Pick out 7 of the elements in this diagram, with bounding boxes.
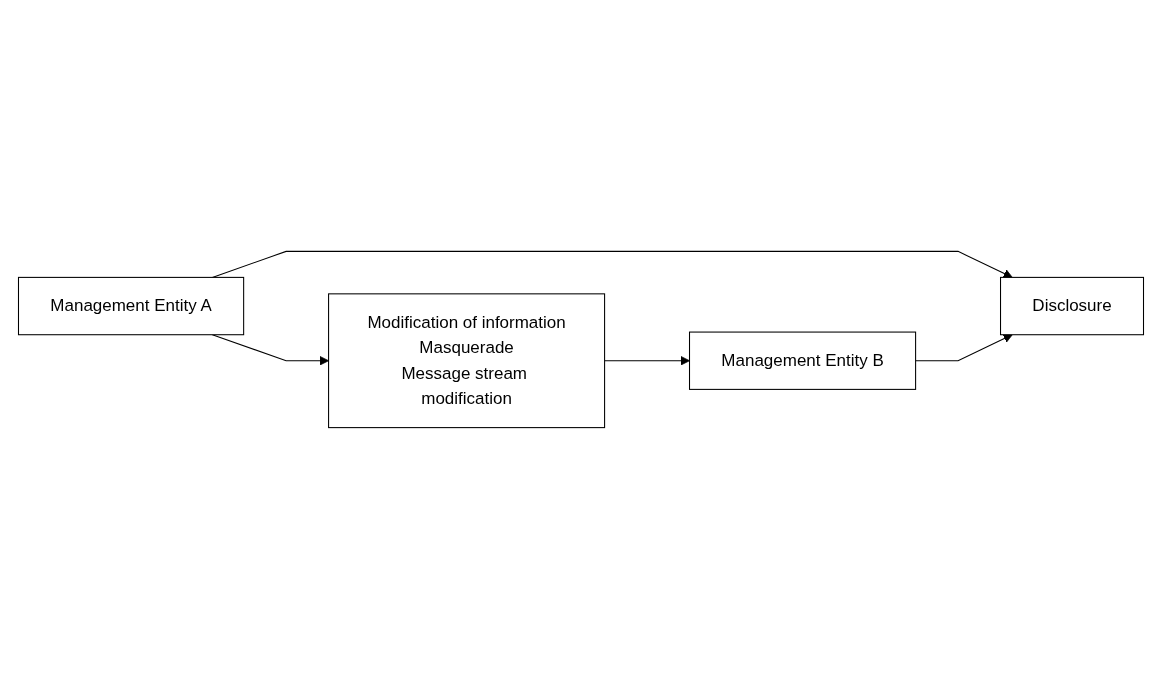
arrow xyxy=(604,356,690,366)
arrow xyxy=(211,334,329,366)
node-box: Management Entity A xyxy=(17,276,245,336)
node-box: Disclosure xyxy=(1000,276,1145,336)
node-box: Management Entity B xyxy=(689,331,917,390)
arrow xyxy=(915,334,1013,362)
node-box: Modification of information Masquerade Message stream modification xyxy=(328,293,606,429)
